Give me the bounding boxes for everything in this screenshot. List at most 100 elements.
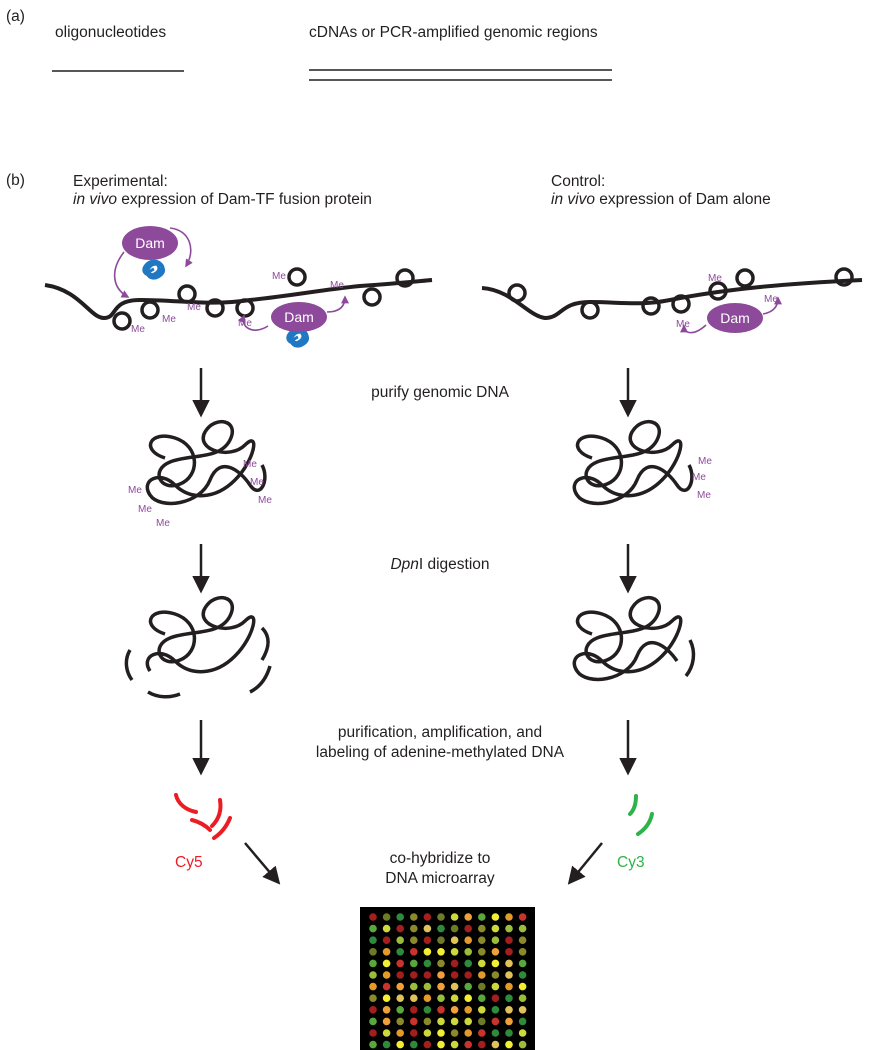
microarray-spot	[396, 971, 405, 979]
me-label: Me	[243, 459, 257, 470]
microarray-spot	[450, 1006, 459, 1014]
microarray-spot	[369, 1006, 377, 1014]
microarray-spot	[505, 971, 513, 979]
flow-arrow	[567, 842, 603, 885]
nucleosome	[140, 300, 160, 320]
microarray-spot	[450, 982, 459, 991]
microarray-spot	[410, 959, 418, 968]
microarray-spot	[437, 913, 445, 921]
microarray-spot	[478, 1040, 486, 1049]
microarray-spot	[518, 982, 527, 991]
dna-fragment	[147, 690, 181, 699]
cy3-fragment	[628, 794, 638, 816]
microarray-spot	[423, 1006, 432, 1014]
microarray-spot	[437, 959, 445, 968]
microarray-spot	[382, 1017, 391, 1026]
cdna-label: cDNAs or PCR-amplified genomic regions	[309, 24, 598, 41]
microarray-spot	[464, 982, 473, 991]
panel-b: (b) Experimental: in vivo expression of …	[0, 140, 873, 1050]
experimental-subtitle: in vivo expression of Dam-TF fusion prot…	[73, 191, 372, 209]
microarray-spot	[410, 1017, 418, 1026]
microarray-spot	[505, 1029, 513, 1037]
microarray-spot	[423, 913, 432, 921]
microarray-spot	[491, 936, 500, 944]
microarray-spot	[369, 924, 377, 933]
experimental-subtitle-rest: expression of Dam-TF fusion protein	[116, 191, 372, 208]
microarray-spot	[505, 982, 513, 991]
microarray-spot	[410, 913, 418, 921]
step-cohybridize-line2: DNA microarray	[385, 870, 495, 887]
dam-enzyme	[271, 302, 327, 332]
microarray-spot	[518, 1006, 527, 1014]
nucleosome	[177, 284, 197, 304]
microarray-spot	[491, 913, 500, 921]
microarray-spot	[382, 1029, 391, 1037]
experimental-genomic-dna: Me Me Me Me Me Me	[128, 420, 272, 529]
microarray-spot	[505, 1017, 513, 1026]
microarray-spot	[437, 994, 445, 1002]
microarray-spot	[396, 948, 405, 956]
microarray-spot	[396, 924, 405, 933]
microarray-spot	[369, 982, 377, 991]
microarray-spot	[491, 971, 500, 979]
microarray-spot	[382, 913, 391, 921]
control-chromatin: Dam Me Me Me	[481, 267, 863, 334]
microarray-spot	[491, 1006, 500, 1014]
microarray-spot	[464, 1040, 473, 1049]
digestion-text: I digestion	[418, 556, 490, 573]
experimental-chromatin: Dam Me Me Me Dam Me Me Me	[44, 226, 433, 348]
microarray-spot	[518, 1040, 527, 1049]
control-subtitle-rest: expression of Dam alone	[594, 191, 771, 208]
microarray-spot	[382, 1040, 391, 1049]
microarray-spot	[423, 959, 432, 968]
nucleosome	[580, 300, 600, 320]
microarray-spot	[410, 1029, 418, 1037]
cy5-fragment	[190, 818, 212, 832]
microarray-spot	[396, 913, 405, 921]
microarray-spot	[423, 1029, 432, 1037]
microarray-spot	[518, 948, 527, 956]
microarray-spot	[450, 994, 459, 1002]
tf-fusion-protein-icon	[286, 327, 309, 348]
cy3-fragment	[636, 812, 654, 836]
microarray-spot	[423, 1017, 432, 1026]
microarray-spot	[478, 959, 486, 968]
microarray-spot	[437, 936, 445, 944]
microarray-spot	[518, 1029, 527, 1037]
microarray-spot	[396, 1040, 405, 1049]
experimental-title: Experimental:	[73, 173, 168, 190]
microarray-spot	[437, 1040, 445, 1049]
microarray-spot	[437, 1017, 445, 1026]
microarray-spot	[478, 982, 486, 991]
microarray-spot	[382, 982, 391, 991]
microarray-spot	[478, 924, 486, 933]
panel-a-label: (a)	[6, 8, 25, 25]
control-subtitle-italic: in vivo	[551, 191, 595, 208]
microarray-spot	[396, 1017, 405, 1026]
nucleosome	[507, 283, 527, 303]
cy5-labeled-fragments	[174, 793, 232, 840]
nucleosome	[641, 296, 661, 316]
microarray-spot	[464, 1029, 473, 1037]
microarray-spot	[423, 1040, 432, 1049]
microarray-spot	[450, 913, 459, 921]
microarray-spot	[423, 924, 432, 933]
me-label: Me	[138, 504, 152, 515]
microarray-spot	[450, 1040, 459, 1049]
microarray-spot	[396, 959, 405, 968]
microarray-spot	[396, 936, 405, 944]
microarray-spot	[518, 959, 527, 968]
dna-tangle	[572, 596, 683, 682]
microarray-spot	[518, 1017, 527, 1026]
me-label: Me	[330, 280, 344, 291]
me-label: Me	[238, 318, 252, 329]
me-label: Me	[128, 485, 142, 496]
microarray-spot	[369, 948, 377, 956]
microarray-spot	[396, 982, 405, 991]
microarray-spot	[478, 1006, 486, 1014]
microarray-spot	[491, 1017, 500, 1026]
microarray-spot	[437, 1006, 445, 1014]
me-label: Me	[162, 314, 176, 325]
nucleosome	[834, 267, 854, 287]
microarray-spot	[478, 936, 486, 944]
